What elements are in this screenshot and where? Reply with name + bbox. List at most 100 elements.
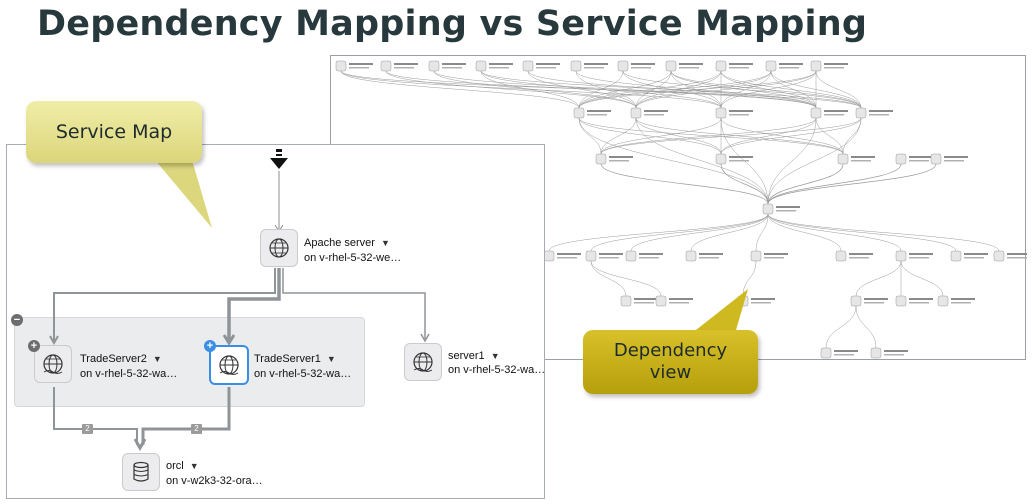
dependency-node [762, 203, 800, 215]
dependency-edge [578, 117, 769, 205]
dependency-edge [720, 70, 817, 109]
service-map-callout: Service Map [26, 101, 202, 163]
service-map-callout-tail [155, 160, 212, 228]
dependency-view-callout: Dependency view [583, 330, 758, 394]
dependency-edge [767, 213, 957, 252]
dropdown-caret-icon[interactable]: ▼ [326, 354, 336, 364]
dependency-edge [825, 305, 857, 349]
dependency-edge [720, 70, 772, 109]
dropdown-caret-icon[interactable]: ▼ [380, 238, 390, 248]
dependency-node [625, 250, 663, 262]
dependency-node [895, 295, 933, 307]
apache-server-label[interactable]: Apache server ▼ [304, 237, 390, 249]
apache-server-host: on v-rhel-5-32-we… [304, 252, 402, 264]
dependency-node [820, 347, 858, 359]
dependency-node [655, 295, 693, 307]
dependency-node [850, 295, 888, 307]
database-icon [133, 461, 149, 482]
dropdown-caret-icon[interactable]: ▼ [189, 461, 199, 471]
dependency-edge [767, 163, 937, 205]
dependency-node [993, 250, 1027, 262]
node-name: TradeServer2 [80, 353, 147, 365]
server1-label[interactable]: server1▼ [448, 350, 500, 362]
dependency-edge [340, 70, 580, 109]
dependency-node [937, 295, 975, 307]
service-map-connections [49, 149, 430, 452]
dependency-node [835, 250, 873, 262]
dependency-edge [770, 70, 817, 109]
dependency-edge [590, 213, 769, 252]
dependency-edge [590, 260, 627, 297]
server1-node[interactable] [404, 343, 442, 381]
dependency-edge [690, 213, 769, 252]
dependency-edge [767, 213, 842, 252]
dependency-edge [767, 213, 902, 252]
node-name: Apache server [304, 237, 375, 249]
dependency-node [870, 347, 908, 359]
orcl-node[interactable] [122, 453, 160, 491]
dependency-edge [600, 163, 769, 205]
dependency-node [715, 107, 753, 119]
dropdown-caret-icon[interactable]: ▼ [490, 351, 500, 361]
dependency-edge [742, 260, 757, 297]
service-map-panel: − 2 2 Apache se [6, 144, 545, 499]
dependency-edge [433, 70, 637, 109]
page-title: Dependency Mapping vs Service Mapping [37, 4, 868, 44]
apache-server-node[interactable] [260, 229, 298, 267]
dependency-edge [815, 70, 862, 109]
dependency-node [895, 250, 933, 262]
dependency-node [570, 60, 608, 72]
orcl-label[interactable]: orcl ▼ [166, 460, 199, 472]
tradeserver2-host: on v-rhel-5-32-wa… [80, 368, 178, 380]
expand-node-button[interactable]: + [204, 340, 216, 352]
globe-icon [413, 352, 433, 372]
tradeserver1-host: on v-rhel-5-32-wa… [254, 368, 352, 380]
dependency-edge [578, 70, 624, 109]
dependency-edge [622, 70, 722, 109]
dependency-edge [900, 260, 944, 297]
dependency-edge [578, 70, 817, 109]
callout-text-line2: view [649, 362, 692, 383]
expand-node-button[interactable]: + [28, 340, 40, 352]
dependency-edge [670, 70, 817, 109]
connection-count-badge: 2 [191, 424, 202, 434]
callout-text: Service Map [55, 121, 173, 143]
dependency-edge [755, 213, 769, 252]
dependency-edge [720, 117, 844, 155]
dependency-node [715, 60, 753, 72]
dependency-edge [578, 117, 722, 155]
orcl-host: on v-w2k3-32-ora… [166, 475, 263, 487]
dependency-node [335, 60, 373, 72]
dependency-edge [635, 70, 772, 109]
dependency-node [543, 250, 581, 262]
dependency-edge [600, 117, 722, 155]
dropdown-caret-icon[interactable]: ▼ [152, 354, 162, 364]
tradeserver1-node[interactable] [209, 345, 249, 385]
dependency-callout-tail [696, 289, 748, 330]
dependency-node [620, 295, 658, 307]
dependency-edge [578, 70, 772, 109]
dependency-edge [575, 70, 637, 109]
dependency-node [380, 60, 418, 72]
down-arrow-icon [270, 149, 288, 169]
dependency-edge [767, 117, 862, 205]
dependency-edge [720, 117, 817, 155]
tradeserver2-label[interactable]: TradeServer2 ▼ [80, 353, 162, 365]
dependency-node [475, 60, 513, 72]
dependency-edge [855, 260, 902, 297]
node-name: orcl [166, 460, 184, 472]
tradeserver2-node[interactable] [34, 345, 72, 383]
dependency-node [573, 107, 611, 119]
dependency-edge [578, 70, 722, 109]
tradeserver1-label[interactable]: TradeServer1▼ [254, 353, 336, 365]
dependency-edge [767, 213, 1000, 252]
dependency-node [428, 60, 466, 72]
dependency-edge [635, 117, 844, 155]
dependency-edge [578, 117, 602, 155]
dependency-node [750, 250, 788, 262]
dependency-edge [527, 70, 637, 109]
collapse-group-button[interactable]: − [11, 314, 23, 326]
dependency-node [715, 153, 753, 165]
dependency-edge [635, 117, 769, 205]
service-group[interactable] [14, 317, 365, 407]
